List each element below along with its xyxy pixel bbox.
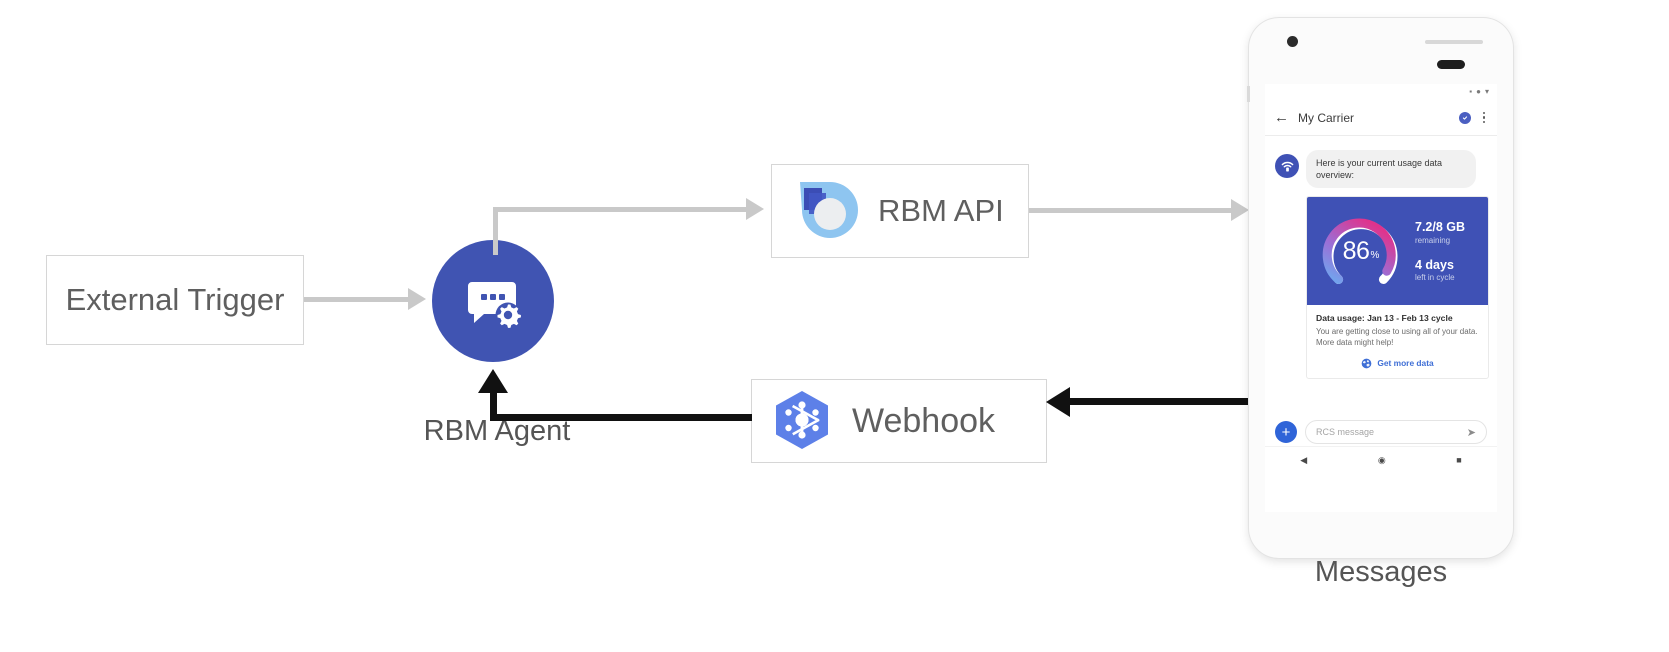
connector-trigger-to-agent	[304, 297, 408, 302]
node-rbm-api[interactable]: RBM API	[771, 164, 1029, 258]
overflow-menu-icon[interactable]	[1480, 111, 1489, 124]
node-webhook[interactable]: Webhook	[751, 379, 1047, 463]
add-icon[interactable]: +	[1275, 421, 1297, 443]
arrowhead-trigger-to-agent	[408, 288, 426, 310]
phone-bezel-top	[1249, 18, 1513, 84]
earpiece-speaker	[1437, 60, 1465, 69]
connector-agent-to-api-vertical	[493, 207, 498, 255]
signal-icon: ▪	[1469, 87, 1473, 96]
arrowhead-phone-to-webhook	[1046, 387, 1070, 417]
message-composer: + RCS message ➤	[1265, 420, 1497, 444]
status-bar: ▪ ● ▾	[1265, 84, 1497, 100]
rich-card[interactable]: 86 % 7.2/8 GB remaining 4 days left in c…	[1306, 196, 1489, 379]
connector-webhook-to-agent-horizontal	[490, 414, 752, 421]
wifi-icon: ●	[1476, 87, 1481, 96]
arrowhead-api-to-phone	[1231, 199, 1249, 221]
verified-shield-icon[interactable]	[1458, 111, 1471, 124]
stat-primary-days: 4 days	[1415, 257, 1454, 272]
webhook-label: Webhook	[852, 401, 996, 440]
get-more-data-label: Get more data	[1377, 358, 1434, 369]
connector-agent-to-api-horizontal	[493, 207, 746, 212]
rbm-api-label: RBM API	[878, 193, 1004, 228]
globe-icon	[1361, 358, 1372, 369]
message-row-intro: Here is your current usage data overview…	[1275, 150, 1487, 189]
stat-secondary-days: left in cycle	[1415, 273, 1455, 283]
rich-card-body: Data usage: Jan 13 - Feb 13 cycle You ar…	[1307, 305, 1488, 377]
node-external-trigger[interactable]: External Trigger	[46, 255, 304, 345]
data-usage-gauge: 86 %	[1319, 209, 1403, 293]
nav-back-icon[interactable]: ◀	[1300, 455, 1308, 465]
gauge-number: 86	[1342, 236, 1370, 265]
phone-screen: ▪ ● ▾ ← My Carrier	[1265, 84, 1497, 512]
connector-api-to-phone	[1029, 208, 1239, 213]
rich-card-description: You are getting close to using all of yo…	[1316, 327, 1478, 348]
rbm-api-logo-icon	[800, 182, 858, 238]
carrier-wifi-avatar-icon	[1275, 154, 1299, 178]
gauge-unit: %	[1370, 249, 1380, 261]
connector-phone-to-webhook	[1070, 398, 1252, 405]
messages-caption: Messages	[1314, 556, 1448, 588]
rcs-message-placeholder: RCS message	[1316, 427, 1375, 437]
back-arrow-icon[interactable]: ←	[1274, 109, 1289, 126]
hero-stats: 7.2/8 GB remaining 4 days left in cycle	[1415, 220, 1476, 282]
stat-primary-data: 7.2/8 GB	[1415, 220, 1466, 235]
app-bar-title: My Carrier	[1298, 110, 1354, 125]
battery-icon: ▾	[1484, 87, 1489, 96]
nav-home-icon[interactable]: ◉	[1377, 455, 1386, 465]
external-trigger-label: External Trigger	[65, 282, 285, 317]
arrowhead-agent-to-api	[746, 198, 764, 220]
google-hexagon-icon	[776, 391, 828, 449]
phone-side-button[interactable]	[1247, 86, 1250, 102]
chat-gear-icon	[468, 282, 521, 328]
get-more-data-button[interactable]: Get more data	[1316, 358, 1479, 372]
gauge-value: 86 %	[1319, 209, 1403, 293]
front-camera-icon	[1287, 36, 1298, 47]
rcs-message-input[interactable]: RCS message ➤	[1305, 420, 1487, 444]
arrowhead-webhook-to-agent	[478, 369, 508, 393]
conversation-area: Here is your current usage data overview…	[1265, 136, 1497, 474]
nav-recents-icon[interactable]: ■	[1456, 455, 1462, 465]
intro-message-bubble: Here is your current usage data overview…	[1306, 150, 1476, 189]
send-icon[interactable]: ➤	[1466, 426, 1476, 439]
rich-card-title: Data usage: Jan 13 - Feb 13 cycle	[1316, 313, 1453, 324]
phone-mockup: ▪ ● ▾ ← My Carrier	[1247, 18, 1513, 558]
sensor-strip	[1425, 40, 1483, 44]
android-nav-bar: ◀ ◉ ■	[1265, 446, 1497, 474]
connector-webhook-to-agent-vertical	[490, 393, 497, 421]
app-bar: ← My Carrier	[1265, 100, 1497, 136]
rich-card-hero: 86 % 7.2/8 GB remaining 4 days left in c…	[1307, 197, 1488, 306]
stat-secondary-data: remaining	[1415, 235, 1451, 245]
node-rbm-agent[interactable]	[432, 240, 554, 362]
